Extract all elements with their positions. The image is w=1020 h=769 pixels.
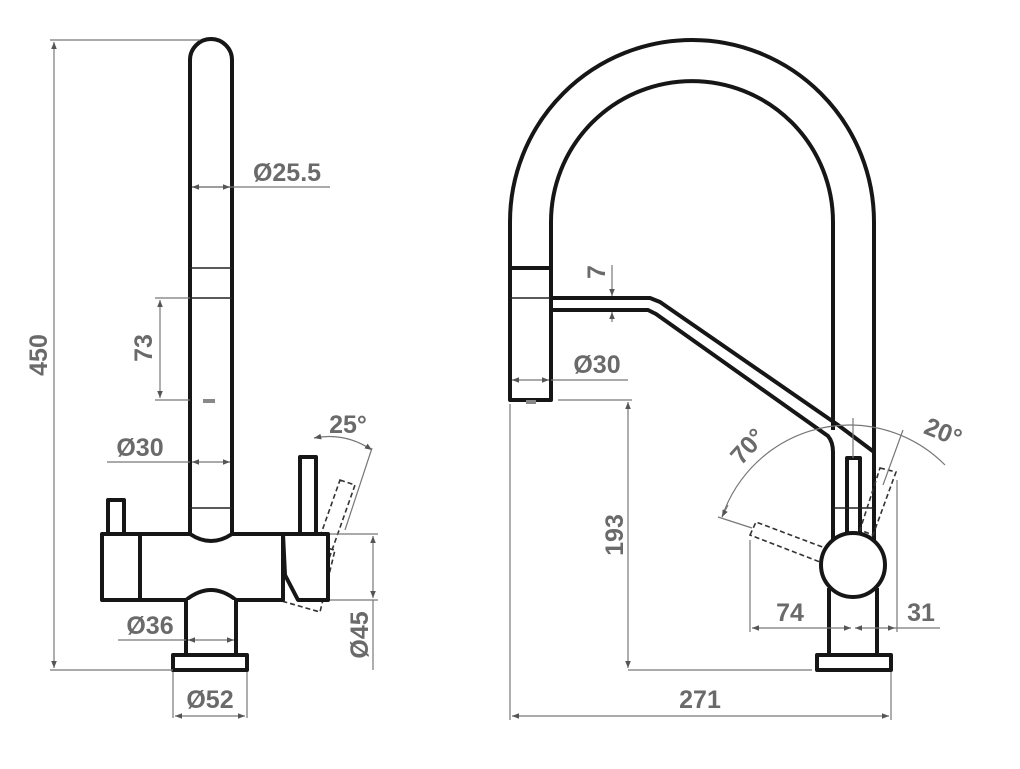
- front-cartridge: [819, 531, 887, 599]
- front-lever: [845, 456, 862, 537]
- side-base: [171, 653, 249, 672]
- dim-ring-height: 73: [130, 334, 158, 362]
- front-lever-back: [859, 467, 898, 537]
- dim-reach: 271: [679, 686, 721, 714]
- side-stem: [184, 600, 238, 657]
- front-spout-arc: [508, 38, 876, 452]
- dim-lever-angle-front: 70°: [725, 423, 771, 470]
- dim-handle-angle: 25°: [329, 411, 367, 439]
- side-handle: [298, 455, 318, 536]
- side-view: 450 Ø25.5 73 Ø30 25° Ø36 Ø45 Ø52: [25, 37, 378, 719]
- dim-total-height: 450: [25, 334, 53, 376]
- front-base: [815, 653, 893, 672]
- front-lever-forward: [748, 520, 827, 564]
- side-aerator: [203, 399, 215, 403]
- dim-body-diameter: Ø30: [116, 434, 163, 462]
- dim-hose-offset: 7: [583, 265, 611, 279]
- front-body: [831, 452, 876, 545]
- front-hose: [551, 296, 876, 454]
- side-body: [100, 532, 285, 602]
- dim-cartridge-diameter: Ø45: [346, 611, 374, 658]
- side-left-pin: [106, 498, 126, 536]
- dim-head-diameter: Ø30: [573, 351, 620, 379]
- dim-lever-reach-back: 31: [907, 599, 935, 627]
- dim-outlet-height: 193: [601, 514, 629, 556]
- dim-lever-angle-back: 20°: [920, 413, 966, 453]
- dim-stem-diameter: Ø36: [126, 612, 173, 640]
- front-aerator: [526, 400, 536, 404]
- side-spout: [188, 37, 234, 535]
- side-cartridge: [281, 532, 330, 602]
- front-view: 7 Ø30 193 271 70° 20° 74 31: [508, 38, 966, 720]
- dim-lever-reach-front: 74: [776, 599, 804, 627]
- dim-spout-diameter: Ø25.5: [253, 159, 321, 187]
- dim-base-diameter: Ø52: [186, 686, 233, 714]
